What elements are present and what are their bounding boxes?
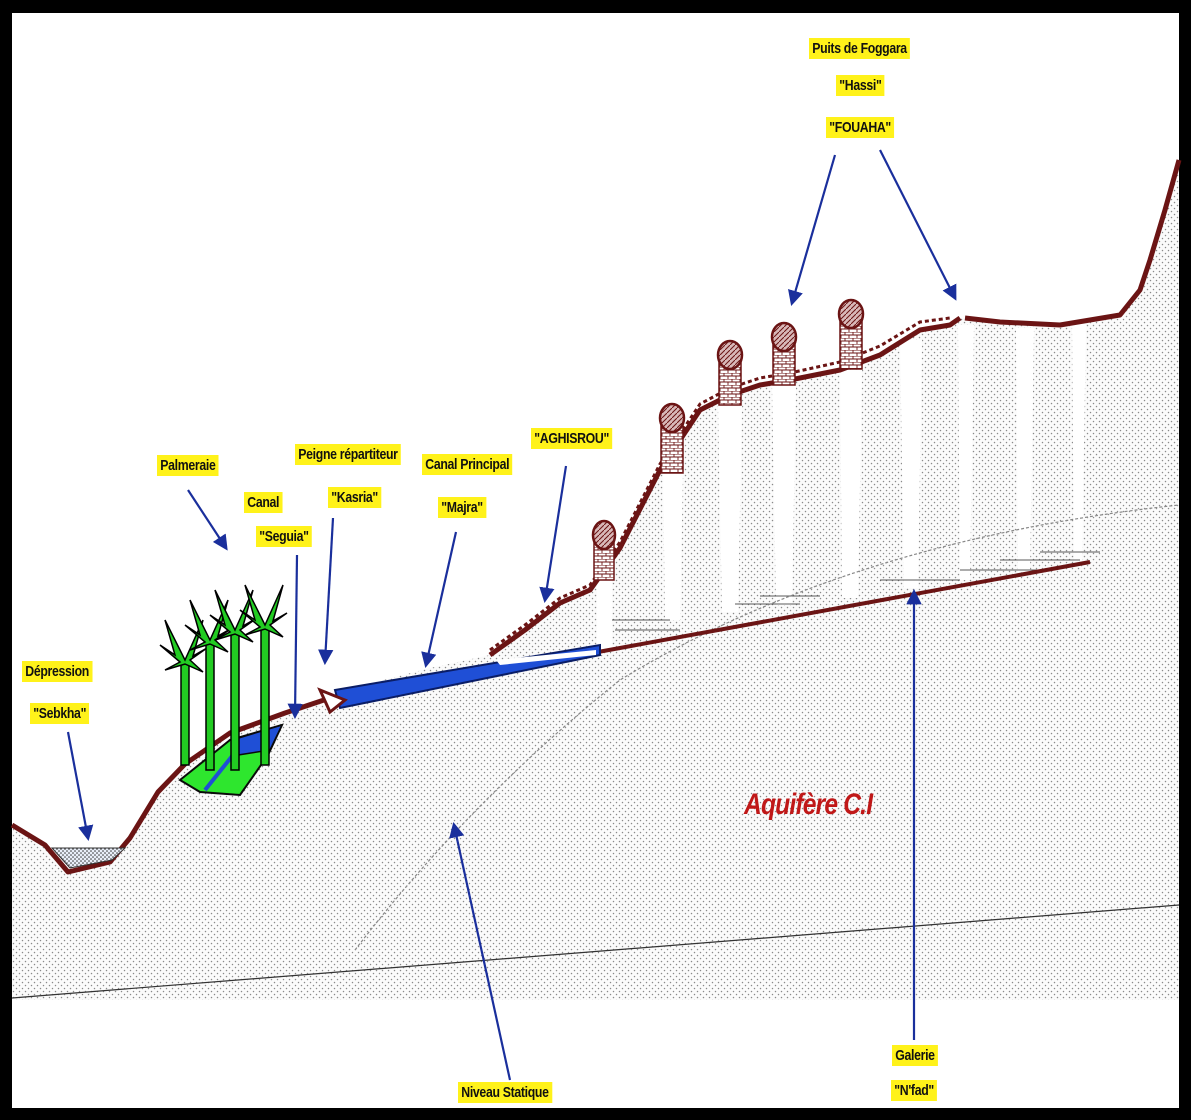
peigne-repartiteur-kasria	[317, 687, 348, 715]
label-aghisrou: "AGHISROU"	[531, 428, 613, 449]
label-niveau-statique: Niveau Statique	[458, 1082, 552, 1103]
label-puits-de-foggara: Puits de Foggara	[809, 38, 911, 59]
label-aquifere: Aquifère C.I	[744, 788, 873, 821]
label-galerie: Galerie	[892, 1045, 938, 1066]
gallery-water-streaks	[612, 551, 1100, 631]
well-shafts	[597, 322, 1086, 650]
arrow-puits-left	[788, 154, 837, 306]
arrow-seguia	[287, 554, 303, 720]
label-seguia: "Seguia"	[256, 526, 312, 547]
terrain-crust-texture	[489, 316, 951, 652]
galerie-nfad	[597, 560, 1091, 654]
label-palmeraie: Palmeraie	[157, 455, 219, 476]
arrow-niveau-statique	[449, 821, 512, 1081]
subsurface-terrain	[12, 160, 1179, 1000]
label-majra: "Majra"	[438, 497, 487, 518]
arrow-majra	[421, 531, 458, 669]
label-hassi: "Hassi"	[836, 75, 885, 96]
arrow-icon	[66, 149, 957, 1081]
label-fouaha: "FOUAHA"	[826, 117, 895, 138]
sebkha-depression	[50, 847, 127, 869]
well-shaft-icon	[591, 298, 865, 581]
label-depression: Dépression	[22, 661, 93, 682]
label-peigne-repartiteur: Peigne répartiteur	[295, 444, 401, 465]
label-canal-principal: Canal Principal	[422, 454, 513, 475]
lower-boundary-line	[11, 904, 1180, 999]
label-kasria: "Kasria"	[328, 487, 382, 508]
static-level-curve	[354, 504, 1180, 951]
arrow-kasria	[317, 517, 335, 666]
arrow-puits-right	[879, 149, 957, 301]
arrow-sebkha	[66, 731, 94, 842]
arrow-aghisrou	[539, 465, 568, 604]
label-nfad: "N'fad"	[891, 1080, 938, 1101]
label-canal: Canal	[244, 492, 283, 513]
label-sebkha: "Sebkha"	[30, 703, 90, 724]
arrow-palmeraie	[187, 489, 228, 551]
palm-tree-icon	[159, 584, 288, 771]
